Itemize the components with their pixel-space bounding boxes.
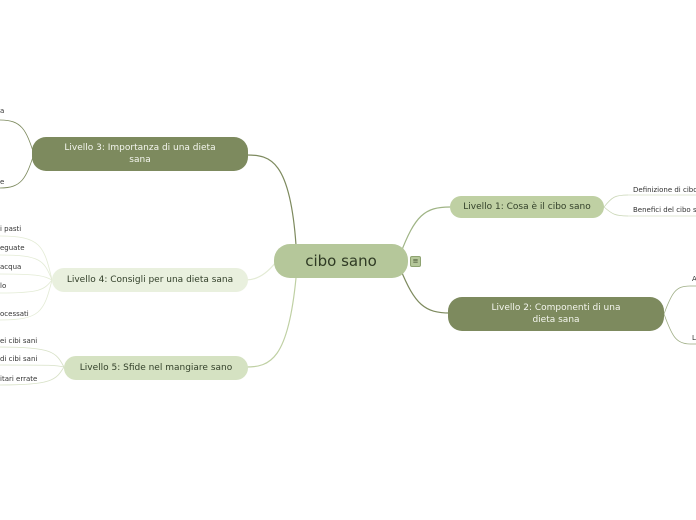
- central-topic[interactable]: cibo sano: [274, 244, 408, 278]
- link-b3-leaf2: [0, 153, 35, 189]
- link-b5-leaf2: [0, 364, 65, 368]
- branch-livello-3[interactable]: Livello 3: Importanza di una dieta sana: [32, 137, 248, 171]
- leaf-b2-1[interactable]: A: [692, 275, 696, 283]
- link-b4-leaf3: [0, 273, 53, 281]
- branch-livello-5[interactable]: Livello 5: Sfide nel mangiare sano: [64, 356, 248, 380]
- leaf-b1-2[interactable]: Benefici del cibo s: [633, 206, 696, 214]
- notes-icon[interactable]: ≡: [410, 256, 421, 267]
- leaf-b5-2[interactable]: di cibi sani: [0, 355, 38, 363]
- link-b4-leaf5: [0, 279, 53, 321]
- branch-livello-4[interactable]: Livello 4: Consigli per una dieta sana: [52, 268, 248, 292]
- link-central-b4: [245, 261, 277, 281]
- link-central-b5: [245, 277, 297, 368]
- link-b4-leaf4: [0, 279, 53, 294]
- leaf-b2-2[interactable]: L: [692, 334, 696, 342]
- central-topic-label: cibo sano: [305, 252, 377, 270]
- leaf-b5-1[interactable]: ei cibi sani: [0, 337, 38, 345]
- branch-label: Livello 1: Cosa è il cibo sano: [463, 202, 591, 212]
- leaf-b5-3[interactable]: itari errate: [0, 375, 38, 383]
- link-b4-leaf1: [0, 235, 53, 281]
- link-b2-leaf1: [663, 285, 691, 315]
- link-b5-leaf3: [0, 366, 65, 386]
- leaf-b4-3[interactable]: acqua: [0, 263, 22, 271]
- link-b4-leaf2: [0, 254, 53, 281]
- link-central-b1: [399, 206, 451, 256]
- leaf-b4-1[interactable]: i pasti: [0, 225, 22, 233]
- link-central-b3: [246, 154, 297, 246]
- link-b5-leaf1: [0, 346, 65, 368]
- leaf-b3-1[interactable]: a: [0, 107, 5, 115]
- leaf-b3-2[interactable]: e: [0, 178, 5, 186]
- link-b1-leaf2: [603, 206, 629, 217]
- link-b3-leaf1: [0, 119, 35, 155]
- link-b1-leaf1: [603, 194, 629, 208]
- branch-livello-1[interactable]: Livello 1: Cosa è il cibo sano: [450, 196, 604, 218]
- leaf-b1-1[interactable]: Definizione di cibo: [633, 186, 696, 194]
- branch-label: Livello 5: Sfide nel mangiare sano: [79, 363, 233, 373]
- branch-label: Livello 3: Importanza di una dieta sana: [64, 143, 216, 165]
- link-b2-leaf2: [663, 313, 691, 345]
- branch-label: Livello 4: Consigli per una dieta sana: [66, 275, 234, 285]
- link-central-b2: [399, 267, 451, 314]
- branch-label: Livello 2: Componenti di una dieta sana: [491, 303, 621, 325]
- leaf-b4-4[interactable]: lo: [0, 282, 7, 290]
- branch-livello-2[interactable]: Livello 2: Componenti di una dieta sana: [448, 297, 664, 331]
- leaf-b4-5[interactable]: ocessati: [0, 310, 29, 318]
- leaf-b4-2[interactable]: eguate: [0, 244, 25, 252]
